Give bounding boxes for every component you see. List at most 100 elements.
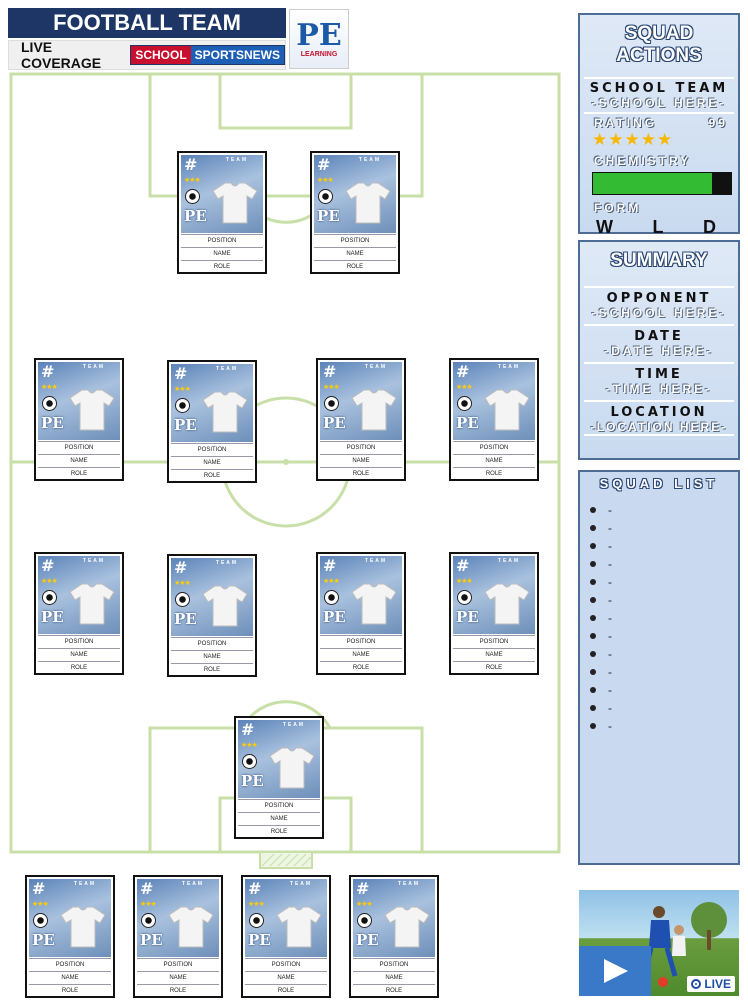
card-role[interactable]: ROLE — [171, 469, 253, 482]
card-name[interactable]: NAME — [245, 971, 327, 984]
card-role[interactable]: ROLE — [453, 661, 535, 674]
card-role[interactable]: ROLE — [38, 661, 120, 674]
card-role[interactable]: ROLE — [453, 467, 535, 480]
opponent-value[interactable]: -SCHOOL HERE- — [591, 306, 727, 320]
card-role[interactable]: ROLE — [320, 467, 402, 480]
card-role[interactable]: ROLE — [137, 984, 219, 997]
card-name[interactable]: NAME — [38, 648, 120, 661]
card-name[interactable]: NAME — [38, 454, 120, 467]
squad-list-item[interactable]: - — [580, 717, 738, 735]
card-number[interactable]: # — [323, 362, 337, 381]
card-position[interactable]: POSITION — [320, 441, 402, 454]
squad-list-item[interactable]: - — [580, 501, 738, 519]
card-role[interactable]: ROLE — [314, 260, 396, 273]
card-position[interactable]: POSITION — [353, 958, 435, 971]
card-number[interactable]: # — [32, 879, 46, 898]
card-image: #TEAM★★★PE — [38, 556, 120, 634]
card-position[interactable]: POSITION — [38, 441, 120, 454]
location-value[interactable]: -LOCATION HERE- — [590, 420, 728, 434]
live-video-thumbnail[interactable]: LIVE — [579, 890, 739, 996]
squad-list-item[interactable]: - — [580, 555, 738, 573]
card-position[interactable]: POSITION — [453, 441, 535, 454]
card-name[interactable]: NAME — [320, 454, 402, 467]
card-role[interactable]: ROLE — [320, 661, 402, 674]
card-position[interactable]: POSITION — [181, 234, 263, 247]
card-number[interactable]: # — [174, 558, 188, 577]
card-number[interactable]: # — [248, 879, 262, 898]
card-number[interactable]: # — [41, 556, 55, 575]
card-name[interactable]: NAME — [171, 456, 253, 469]
card-position[interactable]: POSITION — [320, 635, 402, 648]
card-name[interactable]: NAME — [320, 648, 402, 661]
card-number[interactable]: # — [317, 155, 331, 174]
time-value[interactable]: -TIME HERE- — [605, 382, 713, 396]
card-name[interactable]: NAME — [181, 247, 263, 260]
squad-list-item[interactable]: - — [580, 573, 738, 591]
squad-list-item[interactable]: - — [580, 681, 738, 699]
play-button[interactable] — [579, 946, 651, 996]
card-name[interactable]: NAME — [314, 247, 396, 260]
card-number[interactable]: # — [140, 879, 154, 898]
card-name[interactable]: NAME — [353, 971, 435, 984]
card-name[interactable]: NAME — [453, 454, 535, 467]
squad-list-item[interactable]: - — [580, 627, 738, 645]
school-team-value[interactable]: -SCHOOL HERE- — [591, 96, 727, 110]
squad-list-item[interactable]: - — [580, 591, 738, 609]
card-position[interactable]: POSITION — [314, 234, 396, 247]
card-position[interactable]: POSITION — [171, 637, 253, 650]
card-number[interactable]: # — [456, 556, 470, 575]
card-team: TEAM — [364, 558, 388, 564]
card-role[interactable]: ROLE — [29, 984, 111, 997]
card-role[interactable]: ROLE — [171, 663, 253, 676]
squad-list-item[interactable]: - — [580, 645, 738, 663]
card-name[interactable]: NAME — [171, 650, 253, 663]
card-position[interactable]: POSITION — [29, 958, 111, 971]
squad-list-item-text: - — [608, 719, 612, 733]
card-name[interactable]: NAME — [29, 971, 111, 984]
card-role[interactable]: ROLE — [181, 260, 263, 273]
card-number[interactable]: # — [456, 362, 470, 381]
squad-list-item[interactable]: - — [580, 663, 738, 681]
card-position[interactable]: POSITION — [453, 635, 535, 648]
football-icon — [185, 189, 200, 204]
card-position[interactable]: POSITION — [171, 443, 253, 456]
card-role[interactable]: ROLE — [245, 984, 327, 997]
squad-list-item[interactable]: - — [580, 699, 738, 717]
card-number[interactable]: # — [356, 879, 370, 898]
card-name[interactable]: NAME — [238, 812, 320, 825]
card-position[interactable]: POSITION — [238, 799, 320, 812]
card-number[interactable]: # — [41, 362, 55, 381]
card-position[interactable]: POSITION — [38, 635, 120, 648]
card-number[interactable]: # — [184, 155, 198, 174]
school-sportsnews-logo[interactable]: SCHOOL SPORTSNEWS — [130, 45, 285, 65]
card-name[interactable]: NAME — [137, 971, 219, 984]
card-role[interactable]: ROLE — [238, 825, 320, 838]
card-number[interactable]: # — [323, 556, 337, 575]
card-position[interactable]: POSITION — [137, 958, 219, 971]
card-number[interactable]: # — [241, 720, 255, 739]
squad-list-item[interactable]: - — [580, 519, 738, 537]
card-name[interactable]: NAME — [453, 648, 535, 661]
squad-list-item[interactable]: - — [580, 609, 738, 627]
card-number[interactable]: # — [174, 364, 188, 383]
card-position[interactable]: POSITION — [245, 958, 327, 971]
card-role[interactable]: ROLE — [353, 984, 435, 997]
card-role[interactable]: ROLE — [38, 467, 120, 480]
date-value[interactable]: -DATE HERE- — [604, 344, 714, 358]
squad-list-item[interactable]: - — [580, 537, 738, 555]
